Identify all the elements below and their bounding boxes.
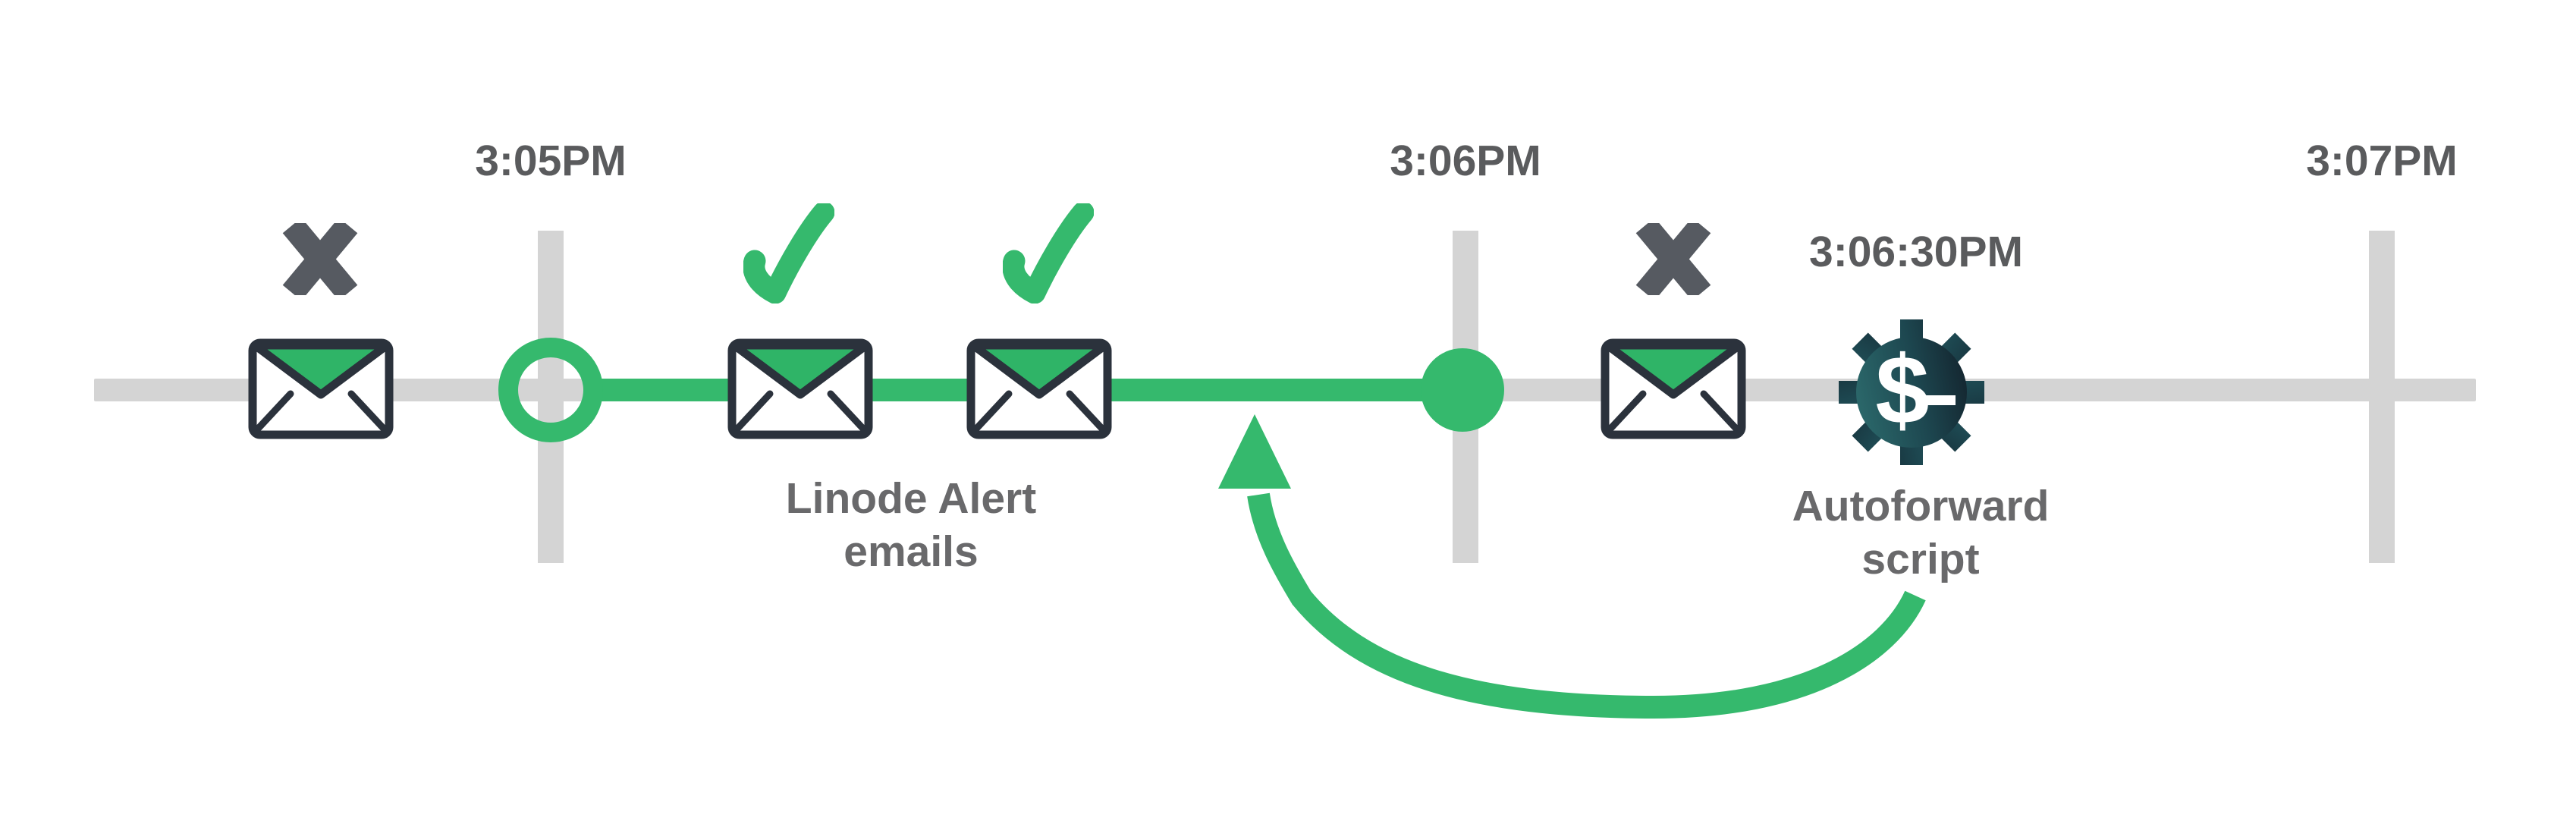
x-mark-icon-2 [1635, 223, 1711, 295]
segment-start-circle-marker [498, 338, 603, 442]
time-label-30630: 3:06:30PM [1809, 228, 2023, 276]
time-label-305: 3:05PM [475, 137, 627, 185]
checkmark-icon-2 [1003, 203, 1094, 303]
time-label-307: 3:07PM [2306, 137, 2458, 185]
gear-terminal-icon: $ [1839, 319, 1984, 465]
checkmark-icon-1 [743, 203, 834, 303]
envelope-icon-missed-2 [1601, 338, 1746, 439]
time-label-306: 3:06PM [1390, 137, 1541, 185]
envelope-icon-missed-1 [248, 338, 394, 439]
x-mark-icon-1 [282, 223, 358, 295]
gear-body [1839, 319, 1984, 465]
script-caption-line2: script [1861, 535, 1980, 583]
tick-305 [538, 231, 564, 563]
segment-end-dot-marker [1421, 348, 1504, 432]
envelope-icon-captured-1 [727, 338, 873, 439]
alert-caption-line1: Linode Alert [785, 474, 1037, 523]
script-caption-line1: Autoforward [1792, 482, 2050, 530]
prompt-underscore-glyph [1922, 395, 1956, 405]
loopback-arrowhead [1218, 414, 1291, 489]
dollar-prompt-glyph: $ [1875, 336, 1929, 445]
tick-307 [2369, 231, 2395, 563]
alert-caption-line2: emails [843, 527, 979, 576]
envelope-icon-captured-2 [966, 338, 1112, 439]
loopback-arrow-curve [1247, 492, 1926, 719]
